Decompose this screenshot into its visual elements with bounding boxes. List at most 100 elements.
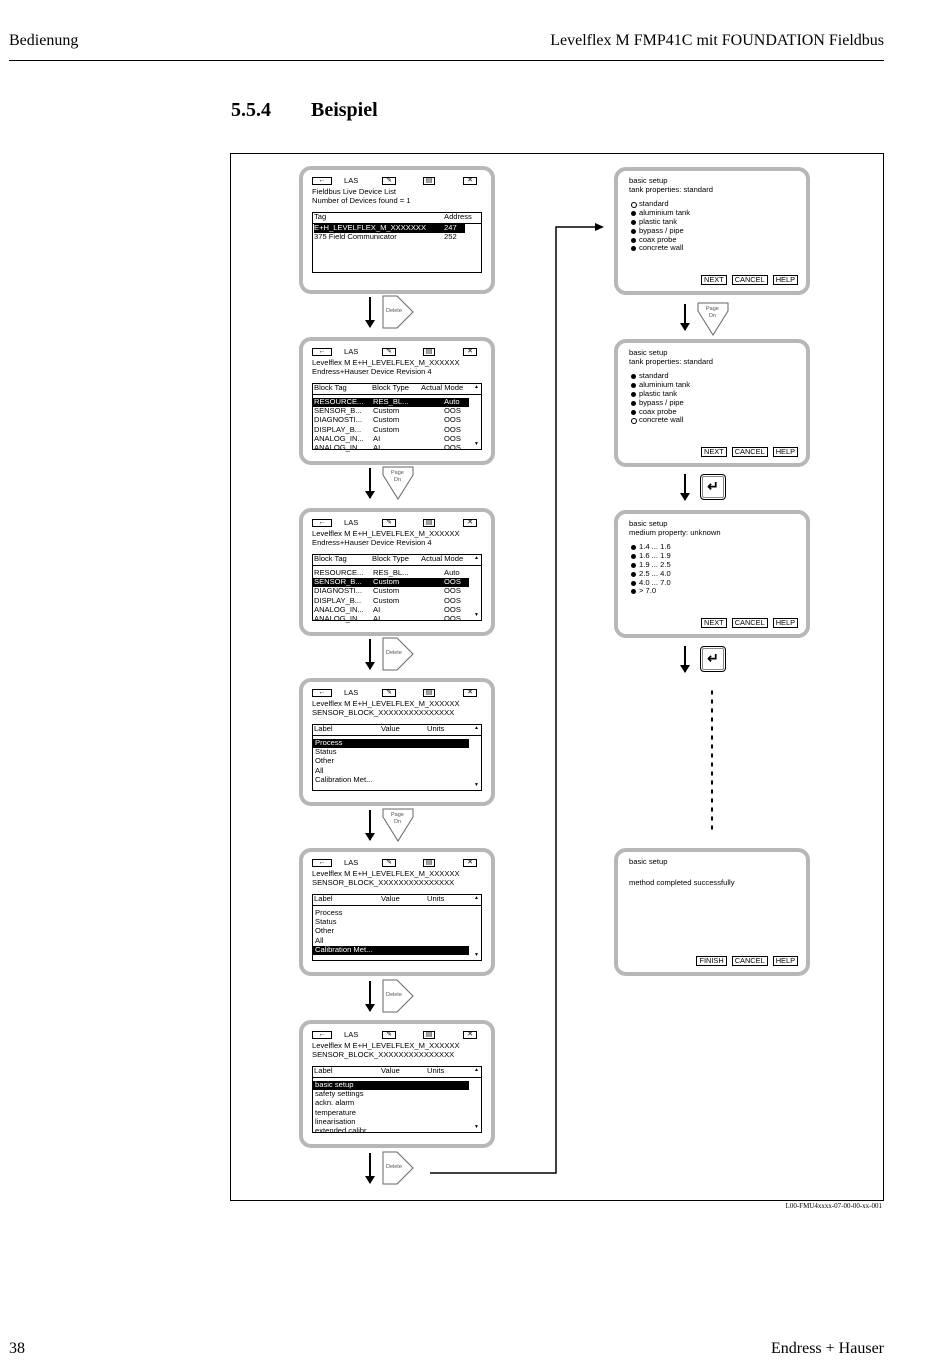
- close-icon[interactable]: ✕: [463, 1031, 477, 1039]
- continuation-dots: [711, 688, 713, 830]
- list-item[interactable]: temperature: [315, 1107, 356, 1117]
- document-icon[interactable]: ▤: [423, 1031, 435, 1039]
- radio-option[interactable]: 1.9 ... 2.5: [629, 560, 795, 570]
- radio-option[interactable]: 2.5 ... 4.0: [629, 569, 795, 579]
- radio-option[interactable]: bypass / pipe: [629, 398, 795, 408]
- next-button[interactable]: NEXT: [700, 447, 727, 457]
- list-item[interactable]: linearisation: [315, 1116, 356, 1126]
- document-icon[interactable]: ▤: [423, 177, 435, 185]
- list-item[interactable]: All: [315, 935, 324, 945]
- list-item[interactable]: extended calibr.: [315, 1125, 369, 1135]
- delete-key[interactable]: Delete: [382, 1151, 414, 1190]
- radio-option[interactable]: > 7.0: [629, 587, 795, 596]
- page-down-key[interactable]: Page Dn: [382, 466, 414, 505]
- scrollbar[interactable]: [474, 1068, 480, 1131]
- help-button[interactable]: HELP: [772, 618, 798, 628]
- radio-option[interactable]: bypass / pipe: [629, 226, 795, 236]
- table-row[interactable]: 375 Field Communicator 252: [314, 232, 457, 242]
- list-item[interactable]: Other: [315, 756, 334, 766]
- back-arrow-icon[interactable]: ←: [312, 348, 332, 356]
- delete-key[interactable]: Delete: [382, 979, 414, 1018]
- cancel-button[interactable]: CANCEL: [731, 956, 768, 966]
- screen-line-2: Endress+Hauser Device Revision 4: [312, 537, 432, 547]
- device-screen-5: ← LAS ✎ ▤ ✕ Levelflex M E+H_LEVELFLEX_M_…: [299, 848, 495, 976]
- radio-option[interactable]: concrete wall: [629, 244, 795, 253]
- list-item[interactable]: ackn. alarm: [315, 1098, 355, 1108]
- list-item[interactable]: safety settings: [315, 1089, 364, 1099]
- radio-option[interactable]: coax probe: [629, 235, 795, 245]
- close-icon[interactable]: ✕: [463, 859, 477, 867]
- finish-button[interactable]: FINISH: [696, 956, 727, 966]
- scrollbar[interactable]: [474, 726, 480, 789]
- edit-icon[interactable]: ✎: [382, 689, 396, 697]
- enter-key[interactable]: ↵: [700, 646, 726, 672]
- radio-option[interactable]: coax probe: [629, 407, 795, 417]
- radio-option[interactable]: 1.6 ... 1.9: [629, 551, 795, 561]
- radio-option[interactable]: aluminium tank: [629, 208, 795, 218]
- flow-arrow: [680, 474, 690, 501]
- document-icon[interactable]: ▤: [423, 859, 435, 867]
- screen-line-2: SENSOR_BLOCK_XXXXXXXXXXXXXXX: [312, 707, 455, 717]
- scrollbar[interactable]: [474, 385, 480, 448]
- back-arrow-icon[interactable]: ←: [312, 177, 332, 185]
- page-down-key[interactable]: Page Dn: [382, 808, 414, 847]
- back-arrow-icon[interactable]: ←: [312, 859, 332, 867]
- edit-icon[interactable]: ✎: [382, 177, 396, 185]
- list-item[interactable]: Status: [315, 747, 337, 757]
- wizard-title: basic setup: [629, 857, 668, 866]
- close-icon[interactable]: ✕: [463, 689, 477, 697]
- list-item[interactable]: Process: [313, 738, 469, 749]
- table-row[interactable]: ANALOG_IN... AI OOS: [314, 613, 461, 623]
- radio-option[interactable]: plastic tank: [629, 217, 795, 227]
- list-item[interactable]: Process: [315, 908, 343, 917]
- edit-icon[interactable]: ✎: [382, 348, 396, 356]
- list-item[interactable]: All: [315, 765, 324, 775]
- radio-option[interactable]: aluminium tank: [629, 380, 795, 390]
- cancel-button[interactable]: CANCEL: [731, 275, 768, 285]
- edit-icon[interactable]: ✎: [382, 519, 396, 527]
- next-button[interactable]: NEXT: [700, 618, 727, 628]
- scrollbar[interactable]: [474, 896, 480, 959]
- close-icon[interactable]: ✕: [463, 519, 477, 527]
- delete-key[interactable]: Delete: [382, 295, 414, 334]
- list-item[interactable]: Status: [315, 917, 337, 927]
- back-arrow-icon[interactable]: ←: [312, 519, 332, 527]
- list-item[interactable]: Other: [315, 926, 334, 936]
- list-item[interactable]: basic setup: [313, 1080, 469, 1091]
- device-toolbar: ← LAS ✎ ▤ ✕: [312, 858, 482, 870]
- radio-option[interactable]: concrete wall: [629, 416, 795, 425]
- help-button[interactable]: HELP: [772, 447, 798, 457]
- document-icon[interactable]: ▤: [423, 348, 435, 356]
- radio-option[interactable]: standard: [629, 372, 795, 381]
- help-button[interactable]: HELP: [772, 275, 798, 285]
- table-row[interactable]: ANALOG_IN... AI OOS: [314, 442, 461, 452]
- close-icon[interactable]: ✕: [463, 177, 477, 185]
- wizard-title: basic setup: [629, 519, 668, 528]
- radio-option[interactable]: 1.4 ... 1.6: [629, 543, 795, 552]
- cancel-button[interactable]: CANCEL: [731, 618, 768, 628]
- delete-key[interactable]: Delete: [382, 637, 414, 676]
- radio-option[interactable]: 4.0 ... 7.0: [629, 578, 795, 588]
- scrollbar[interactable]: [474, 556, 480, 619]
- flow-arrow: [680, 646, 690, 673]
- page-down-key[interactable]: Page Dn: [697, 302, 729, 341]
- document-icon[interactable]: ▤: [423, 519, 435, 527]
- help-button[interactable]: HELP: [772, 956, 798, 966]
- close-icon[interactable]: ✕: [463, 348, 477, 356]
- las-label: LAS: [344, 1030, 359, 1039]
- edit-icon[interactable]: ✎: [382, 1031, 396, 1039]
- back-arrow-icon[interactable]: ←: [312, 689, 332, 697]
- list-item[interactable]: Calibration Met...: [315, 774, 373, 784]
- edit-icon[interactable]: ✎: [382, 859, 396, 867]
- brand-name: Endress + Hauser: [771, 1340, 884, 1357]
- back-arrow-icon[interactable]: ←: [312, 1031, 332, 1039]
- radio-option[interactable]: plastic tank: [629, 389, 795, 399]
- radio-option[interactable]: standard: [629, 200, 795, 209]
- document-icon[interactable]: ▤: [423, 689, 435, 697]
- cancel-button[interactable]: CANCEL: [731, 447, 768, 457]
- enter-key[interactable]: ↵: [700, 474, 726, 500]
- next-button[interactable]: NEXT: [700, 275, 727, 285]
- list-item[interactable]: Calibration Met...: [313, 945, 469, 955]
